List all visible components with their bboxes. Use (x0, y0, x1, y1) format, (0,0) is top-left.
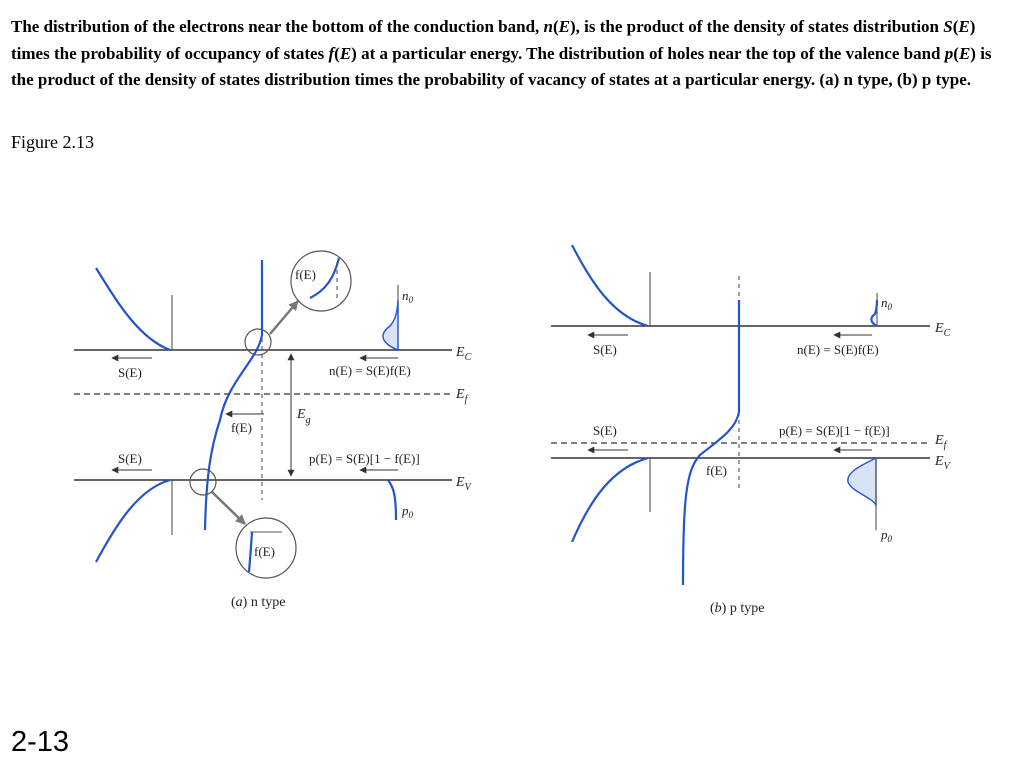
label-ec-b: EC (934, 321, 951, 339)
zoom-pointer-top (269, 300, 299, 335)
label-s-lower: S(E) (118, 451, 142, 466)
label-ef-b: Ef (934, 433, 948, 451)
label-s-upper: S(E) (118, 365, 142, 380)
label-n-equation-b: n(E) = S(E)f(E) (797, 342, 879, 357)
label-p0-b: p0 (880, 527, 893, 544)
label-f-zoom-top: f(E) (295, 267, 316, 282)
density-of-states-valence-curve-b (570, 456, 649, 543)
zoom-pointer-bottom (211, 491, 246, 525)
figure-number: Figure 2.13 (11, 132, 94, 152)
density-of-states-conduction-curve-b (571, 244, 649, 328)
label-n-equation: n(E) = S(E)f(E) (329, 363, 411, 378)
fermi-dirac-curve (203, 260, 264, 531)
zoom-curve-top (309, 257, 341, 299)
hole-distribution-shape-b (847, 456, 877, 508)
figure-caption: The distribution of the electrons near t… (11, 17, 992, 89)
label-ev-b: EV (934, 454, 952, 472)
zoom-curve-bottom (247, 531, 254, 573)
hole-distribution-shape (387, 479, 398, 521)
label-f-zoom-bottom: f(E) (254, 544, 275, 559)
label-s-upper-b: S(E) (593, 342, 617, 357)
zoom-marker-bottom (189, 468, 217, 496)
slide-number: 2-13 (11, 726, 70, 758)
density-of-states-valence-curve (95, 478, 171, 563)
label-s-lower-b: S(E) (593, 423, 617, 438)
label-n0: n0 (402, 288, 414, 305)
label-p0: p0 (401, 503, 414, 520)
label-p-equation: p(E) = S(E)[1 − f(E)] (309, 451, 420, 466)
electron-distribution-shape (382, 299, 399, 352)
panel-caption-n-type: (a) n type (231, 595, 285, 610)
label-p-equation-b: p(E) = S(E)[1 − f(E)] (779, 423, 890, 438)
electron-distribution-shape-b (870, 299, 879, 327)
fermi-dirac-curve-b (681, 300, 741, 586)
panel-p-type: S(E) S(E) f(E) n(E) = S(E)f(E) p(E) = S(… (551, 244, 952, 616)
label-f-mid: f(E) (231, 420, 252, 435)
panel-caption-p-type: (b) p type (710, 601, 764, 616)
panel-n-type: S(E) S(E) f(E) f(E) f(E) n(E) = S(E)f(E)… (74, 250, 473, 610)
label-f-mid-b: f(E) (706, 463, 727, 478)
label-eg: Eg (296, 407, 311, 426)
label-n0-b: n0 (881, 295, 893, 312)
density-of-states-conduction-curve (95, 267, 171, 352)
zoom-marker-top (244, 328, 272, 356)
label-ec: EC (455, 345, 472, 363)
label-ef: Ef (455, 387, 469, 405)
label-ev: EV (455, 475, 473, 493)
